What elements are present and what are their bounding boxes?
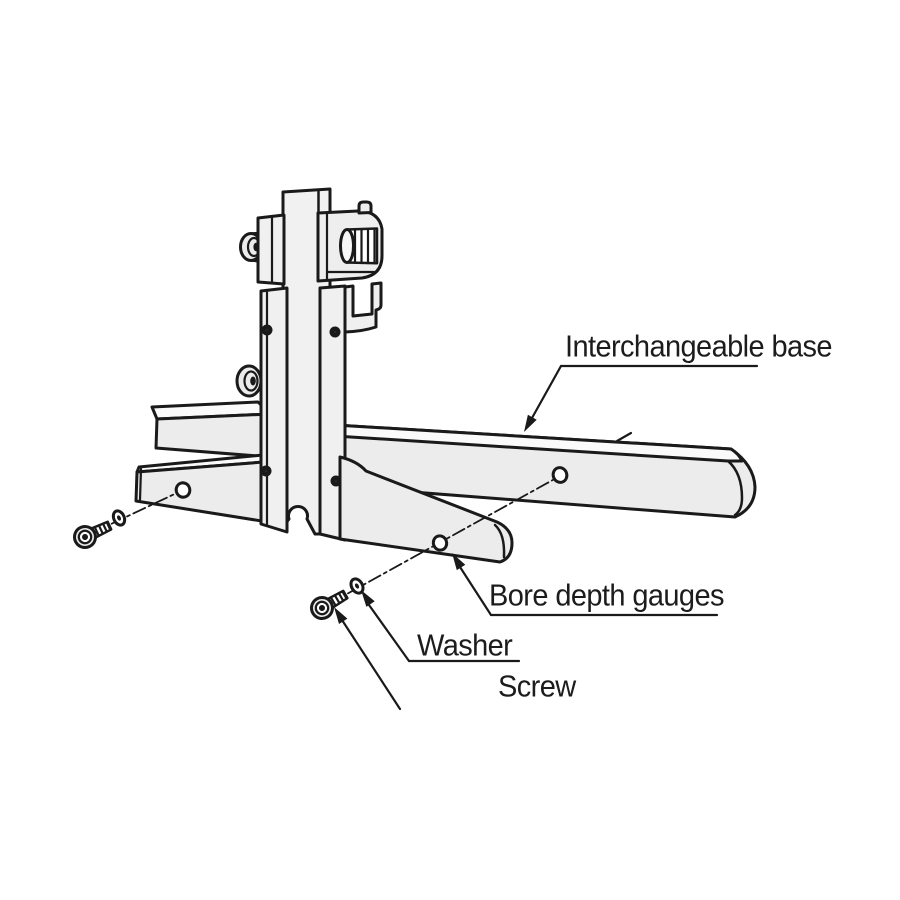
arrow-interchangeable-base <box>524 414 537 432</box>
plate-screws <box>260 324 342 487</box>
arrow-washer <box>361 590 375 607</box>
label-bore-depth-gauges: Bore depth gauges <box>489 578 724 613</box>
clamp-plates <box>259 284 347 542</box>
base-rear-left-arm <box>150 400 272 459</box>
label-screw: Screw <box>498 669 576 704</box>
label-washer: Washer <box>417 628 513 663</box>
arrow-bore-depth-gauges <box>452 553 466 571</box>
mounting-screw-bottom <box>310 589 349 620</box>
slider-head <box>239 200 384 334</box>
right-arm-hole <box>431 534 449 552</box>
clamp-cylinder <box>339 227 379 265</box>
lower-thumb-roller <box>235 364 263 398</box>
surface-tick <box>615 431 633 443</box>
leader-screw <box>340 618 402 711</box>
washer-bottom <box>349 577 365 595</box>
head-bracket <box>343 281 383 334</box>
arrow-screw <box>334 607 348 624</box>
base-holes <box>174 466 569 552</box>
left-arm-hole <box>174 481 192 499</box>
callouts <box>334 364 759 711</box>
left-plate <box>259 286 289 534</box>
top-knob <box>357 200 373 215</box>
label-interchangeable-base: Interchangeable base <box>565 329 833 364</box>
slider-block <box>256 213 286 286</box>
mounting-screw-left <box>73 520 113 549</box>
bore-depth-gauge-left-arm <box>134 453 270 524</box>
washer-left <box>111 509 127 527</box>
base-bar-hole <box>551 466 569 484</box>
interchangeable-base-bar <box>333 423 757 519</box>
bore-depth-gauge-right-arm <box>338 455 514 564</box>
